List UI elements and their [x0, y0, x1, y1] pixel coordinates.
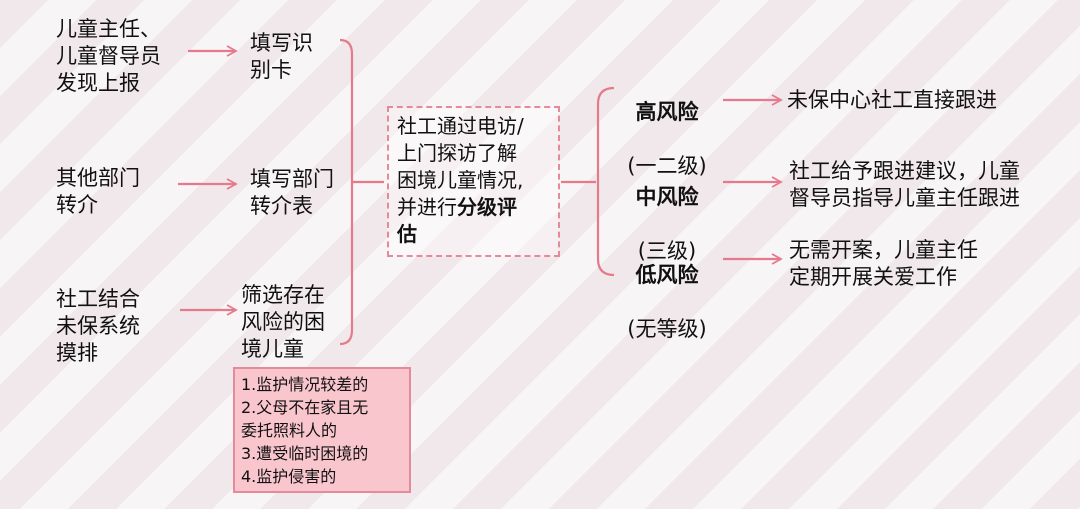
level-low-name: 低风险 [635, 263, 699, 287]
level-mid-grade: (三级) [637, 239, 697, 263]
criteria-item-2-cont: 委托照料人的 [241, 421, 338, 440]
criteria-item-1: 1.监护情况较差的 [241, 375, 369, 394]
action-low: 无需开案，儿童主任 定期开展关爱工作 [789, 238, 978, 289]
assessment-text: 社工通过电访/ 上门探访了解 困境儿童情况, 并进行分级评 估 [397, 113, 557, 248]
assessment-text-main: 社工通过电访/ 上门探访了解 困境儿童情况, 并进行 [397, 114, 524, 219]
step-screen-children: 筛选存在 风险的困 境儿童 [241, 283, 325, 361]
action-mid: 社工给予跟进建议，儿童 督导员指导儿童主任跟进 [789, 159, 1020, 210]
assessment-box [387, 106, 560, 257]
action-high: 未保中心社工直接跟进 [787, 88, 997, 112]
level-high-grade: (一二级) [627, 154, 707, 178]
level-low: 低风险 (无等级) [612, 235, 722, 370]
step-fill-card: 填写识 别卡 [250, 31, 313, 82]
criteria-item-2: 2.父母不在家且无 [241, 398, 369, 417]
level-high-name: 高风险 [635, 100, 699, 124]
right-bracket [596, 86, 615, 277]
criteria-item-3: 3.遭受临时困境的 [241, 444, 369, 463]
criteria-box: 1.监护情况较差的 2.父母不在家且无 委托照料人的 3.遭受临时困境的 4.监… [233, 367, 411, 493]
source-screening: 社工结合 未保系统 摸排 [56, 287, 140, 365]
level-low-grade: (无等级) [627, 317, 707, 341]
criteria-item-4: 4.监护侵害的 [241, 467, 337, 486]
level-high: 高风险 (一二级) [612, 72, 722, 207]
left-bracket [339, 38, 354, 346]
source-report: 儿童主任、 儿童督导员 发现上报 [56, 17, 161, 95]
assessment-text-bold: 分级评 估 [397, 195, 517, 246]
level-mid-name: 中风险 [635, 185, 699, 209]
step-fill-referral-form: 填写部门 转介表 [250, 167, 334, 218]
level-mid: 中风险 (三级) [612, 157, 722, 292]
source-referral: 其他部门 转介 [56, 166, 140, 217]
